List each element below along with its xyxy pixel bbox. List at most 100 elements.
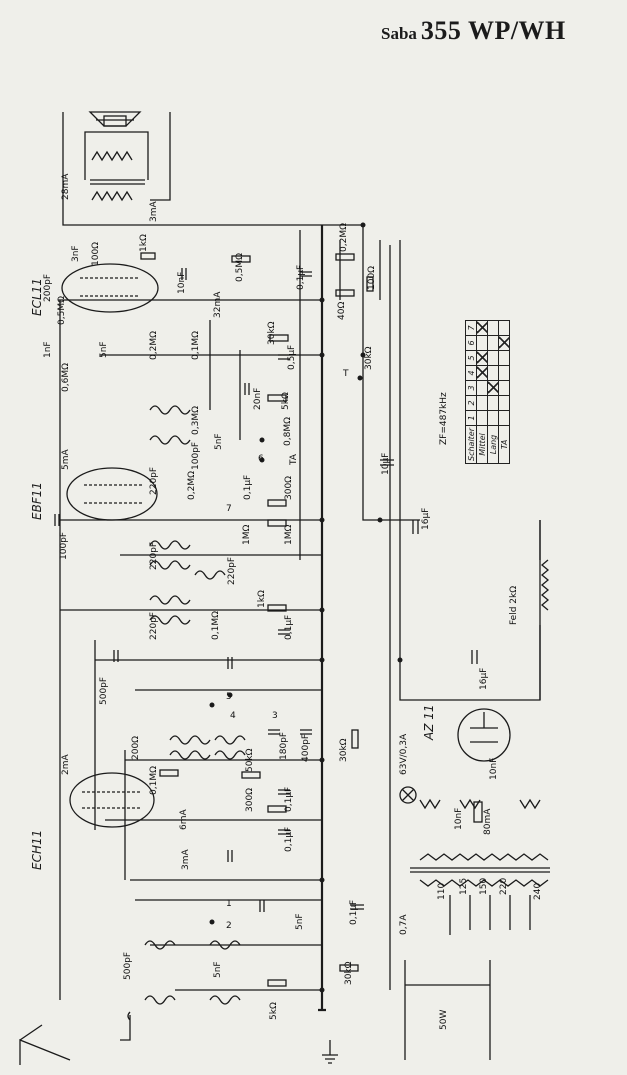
label-30k-ohm-d: 30kΩ xyxy=(344,961,354,985)
tube-label-ebf11: EBF11 xyxy=(30,482,44,520)
label-switch-2: 2 xyxy=(226,921,232,931)
label-220pf-b: 220pF xyxy=(149,541,159,570)
label-feld: Feld 2kΩ xyxy=(509,585,519,625)
label-5nf-b: 5nF xyxy=(214,433,224,450)
label-110v: 110 xyxy=(437,882,447,900)
label-switch-6: 6 xyxy=(258,454,264,464)
switch-table-cell xyxy=(476,335,488,351)
tube-label-ech11: ECH11 xyxy=(30,829,44,870)
ebf11-tube-symbol xyxy=(66,467,158,521)
label-10uf-a: 10µF xyxy=(381,452,391,475)
switch-table-cell xyxy=(487,410,499,426)
label-10nf-a: 10nF xyxy=(177,271,187,294)
label-300-ohm: 300Ω xyxy=(284,475,294,500)
label-fuse-063: 63V/0,3A xyxy=(399,733,409,775)
label-01uf-d: 0,1µF xyxy=(284,786,294,812)
label-01uf-c: 0,1µF xyxy=(284,614,294,640)
switch-table-row-name: Lang xyxy=(487,425,499,464)
switch-table-row: TA xyxy=(498,320,510,464)
switch-table-cell xyxy=(487,365,499,381)
switch-table-header-row: Schalter 1 2 3 4 5 6 7 xyxy=(465,320,477,464)
label-05m-ohm-b: 0,5MΩ xyxy=(57,296,67,325)
label-220v: 220 xyxy=(499,877,509,895)
label-01m-ohm-c: 0,1MΩ xyxy=(149,766,159,795)
label-01uf-a: 0,1µF xyxy=(296,264,306,290)
label-6ma: 6mA xyxy=(179,809,189,830)
label-01uf-f: 0,1µF xyxy=(349,899,359,925)
output-transformer xyxy=(84,131,149,202)
label-500pf-a: 500pF xyxy=(99,676,109,705)
label-01m-ohm: 0,1MΩ xyxy=(191,331,201,360)
label-05m-ohm: 0,5MΩ xyxy=(235,253,245,282)
label-220pf-c: 220pF xyxy=(227,556,237,585)
switch-table-row: Mittel xyxy=(476,320,488,464)
label-150v: 150 xyxy=(479,877,489,895)
label-100-ohm: 100Ω xyxy=(91,241,101,266)
label-1m-ohm-a: 1MΩ xyxy=(242,524,252,545)
label-3ma: 3mA xyxy=(181,849,191,870)
label-10nf-c: 10nF xyxy=(489,757,499,780)
switch-table-cell xyxy=(498,350,510,366)
antenna-arrow xyxy=(19,1024,71,1065)
label-05uf: 0,5µF xyxy=(287,344,297,370)
switch-table-cell xyxy=(476,395,488,411)
switch-table-cell xyxy=(476,365,488,381)
label-80ma: 80mA xyxy=(483,808,493,835)
label-5k-ohm: 5kΩ xyxy=(281,392,291,410)
label-10nf-b: 10nF xyxy=(454,807,464,830)
label-1m-ohm-b: 1MΩ xyxy=(284,524,294,545)
label-zf-frequency: ZF=487kHz xyxy=(439,392,449,445)
label-200pf-a: 200pF xyxy=(43,273,53,302)
label-32ma: 32mA xyxy=(213,291,223,318)
label-50k-ohm: 50kΩ xyxy=(245,748,255,772)
label-2ma: 2mA xyxy=(61,754,71,775)
label-30k-ohm-b: 30kΩ xyxy=(364,346,374,370)
label-16uf-b: 16µF xyxy=(479,667,489,690)
label-180pf: 180pF xyxy=(279,731,289,760)
label-switch-7: 7 xyxy=(226,504,232,514)
label-fuse-07a: 0,7A xyxy=(399,914,409,935)
label-3ma-top: 3mA xyxy=(149,201,159,222)
label-5nf-d: 5nF xyxy=(213,961,223,978)
switch-table-header: 1 xyxy=(465,410,477,426)
label-100pf-b: 100pF xyxy=(59,531,69,560)
label-100-ohm-b: 100Ω xyxy=(367,265,377,290)
switch-table-cell xyxy=(498,365,510,381)
label-400pf: 400pF xyxy=(301,733,311,762)
tube-label-az11: AZ 11 xyxy=(422,704,436,740)
ech11-tube-symbol xyxy=(69,772,155,828)
loudspeaker-symbol xyxy=(88,111,142,127)
maker-name: Saba xyxy=(381,24,417,43)
ecl11-tube-symbol xyxy=(61,263,159,313)
label-5k-ohm-b: 5kΩ xyxy=(269,1002,279,1020)
switch-table-header: 7 xyxy=(465,320,477,336)
label-switch-4: 4 xyxy=(230,711,236,721)
pilot-lamp xyxy=(399,786,417,804)
switch-table-cell xyxy=(498,335,510,351)
switch-table-cell xyxy=(487,320,499,336)
switch-table-cell xyxy=(476,350,488,366)
label-3nf: 3nF xyxy=(71,245,81,262)
switch-table-cell xyxy=(476,380,488,396)
switch-table-row-name: TA xyxy=(498,425,510,464)
label-200-ohm: 200Ω xyxy=(131,735,141,760)
label-02m-ohm-c: 0,2MΩ xyxy=(187,471,197,500)
label-5ma: 5mA xyxy=(61,449,71,470)
label-50w: 50W xyxy=(439,1009,449,1030)
switch-table-header: 3 xyxy=(465,380,477,396)
mains-transformer xyxy=(404,798,550,1060)
label-500pf-b: 500pF xyxy=(123,951,133,980)
switch-table-cell xyxy=(498,410,510,426)
label-switch-3: 3 xyxy=(272,711,278,721)
label-240v: 240 xyxy=(533,882,543,900)
label-01uf-b: 0,1µF xyxy=(243,474,253,500)
label-300-ohm-b: 300Ω xyxy=(245,787,255,812)
label-220pf-d: 220pF xyxy=(149,611,159,640)
label-1k-ohm-b: 1kΩ xyxy=(257,590,267,608)
label-5nf-c: 5nF xyxy=(295,913,305,930)
label-03m-ohm: 0,3MΩ xyxy=(191,406,201,435)
label-02m-ohm-b: 0,2MΩ xyxy=(149,331,159,360)
label-08m-ohm: 0,8MΩ xyxy=(283,417,293,446)
switch-table-header: 4 xyxy=(465,365,477,381)
